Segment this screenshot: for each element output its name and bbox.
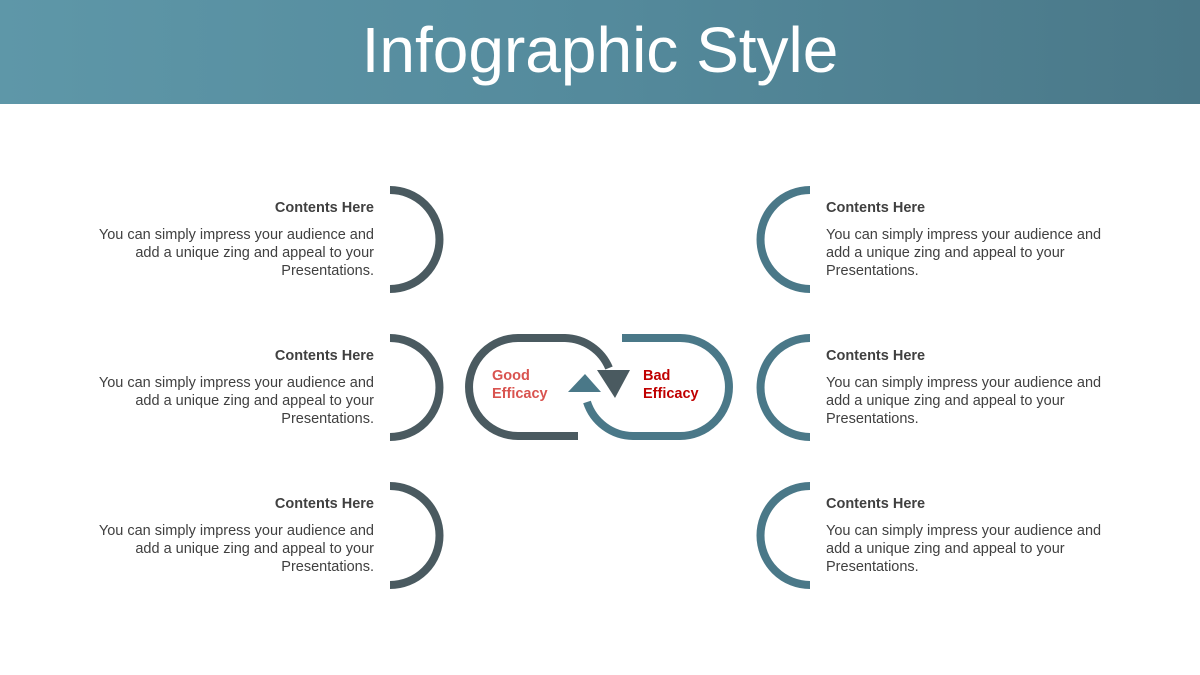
page-title: Infographic Style: [361, 14, 839, 86]
content-body: You can simply impress your audience and…: [98, 227, 374, 279]
bad-label-line2: Efficacy: [643, 386, 699, 402]
left-content-block-1: Contents Here You can simply impress you…: [74, 199, 374, 280]
content-body: You can simply impress your audience and…: [826, 227, 1102, 279]
bad-to-good-arrowhead: [568, 374, 601, 392]
left-content-block-2: Contents Here You can simply impress you…: [74, 347, 374, 428]
title-bar: [0, 0, 1200, 104]
good-efficacy-loop: [465, 334, 613, 440]
right-content-block-1: Contents Here You can simply impress you…: [826, 199, 1126, 280]
content-heading: Contents Here: [826, 348, 926, 364]
left-bracket-2: [389, 334, 444, 441]
right-content-block-2: Contents Here You can simply impress you…: [826, 347, 1126, 428]
right-bracket-3: [756, 482, 811, 589]
content-heading: Contents Here: [274, 200, 374, 216]
left-bracket-1: [389, 186, 444, 293]
bad-efficacy-loop: [583, 334, 733, 440]
good-efficacy-label: Good Efficacy: [492, 367, 548, 403]
content-heading: Contents Here: [274, 348, 374, 364]
content-heading: Contents Here: [826, 200, 926, 216]
content-body: You can simply impress your audience and…: [826, 523, 1102, 575]
right-bracket-1: [756, 186, 811, 293]
bad-efficacy-label: Bad Efficacy: [643, 367, 699, 403]
good-label-line1: Good: [492, 368, 530, 384]
left-content-block-3: Contents Here You can simply impress you…: [74, 495, 374, 576]
content-body: You can simply impress your audience and…: [98, 523, 374, 575]
content-body: You can simply impress your audience and…: [826, 375, 1102, 427]
bad-label-line1: Bad: [643, 368, 671, 384]
content-heading: Contents Here: [826, 496, 926, 512]
right-content-block-3: Contents Here You can simply impress you…: [826, 495, 1126, 576]
good-to-bad-arrowhead: [597, 370, 630, 398]
good-label-line2: Efficacy: [492, 386, 548, 402]
content-heading: Contents Here: [274, 496, 374, 512]
right-bracket-2: [756, 334, 811, 441]
content-body: You can simply impress your audience and…: [98, 375, 374, 427]
left-bracket-3: [389, 482, 444, 589]
